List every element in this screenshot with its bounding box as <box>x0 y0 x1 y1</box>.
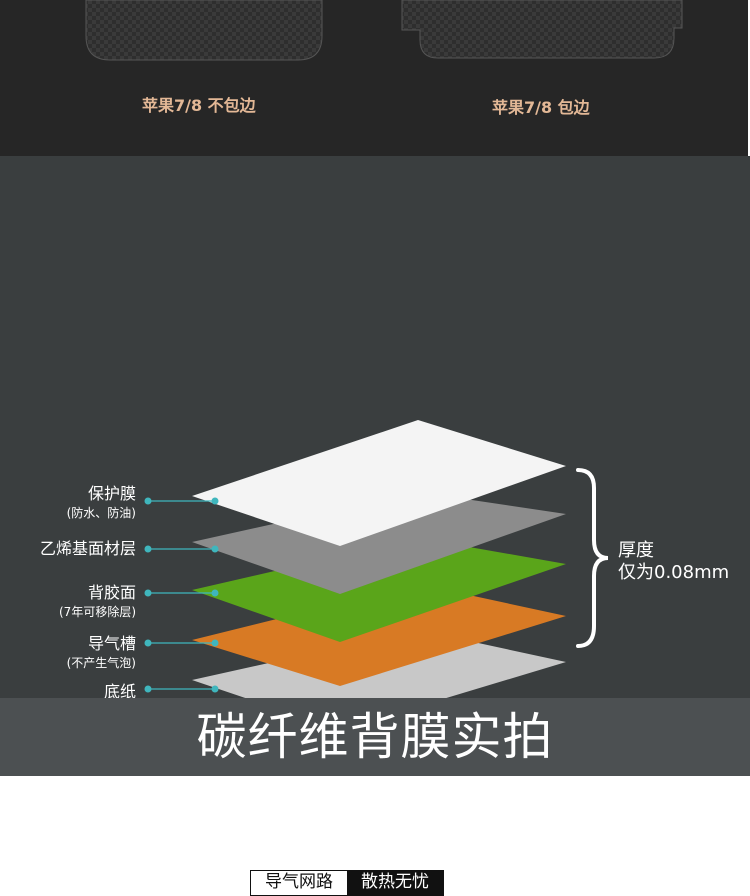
banner-title: 碳纤维背膜实拍 <box>196 708 554 766</box>
section-banner: 碳纤维背膜实拍 <box>0 698 750 776</box>
dot-right-base-paper <box>211 685 219 693</box>
caption-no-edge: 苹果7/8 不包边 <box>142 96 256 115</box>
carbon-case-preview: 苹果7/8 不包边 苹果7/8 包边 <box>0 0 748 156</box>
tag-heat-dissipation: 散热无忧 <box>347 871 443 895</box>
layer-vinyl <box>192 492 566 594</box>
thickness-value: 仅为0.08mm <box>618 562 729 583</box>
dot-right-air-channel <box>211 639 219 647</box>
case-right-with-edge <box>401 0 683 59</box>
tag-air-channel: 导气网路 <box>251 871 347 895</box>
case-outlines <box>85 0 683 61</box>
label-base-paper: 底纸 <box>104 682 136 698</box>
layer-air-channel <box>192 584 566 686</box>
dot-left-base-paper <box>144 685 152 693</box>
leader-dots <box>144 497 219 693</box>
dot-left-protective-film <box>144 497 152 505</box>
sublabel-air-channel: (不产生气泡) <box>67 655 136 670</box>
thickness-brace <box>576 468 609 648</box>
leader-lines <box>148 500 215 690</box>
layer-stack: 保护膜 (防水、防油) 乙烯基面材层 背胶面 (7年可移除层) 导气槽 (不产生… <box>40 420 729 698</box>
sublabel-protective-film: (防水、防油) <box>67 505 136 520</box>
dot-left-vinyl <box>144 545 152 553</box>
case-left-no-edge <box>85 0 323 61</box>
dot-right-adhesive <box>211 589 219 597</box>
label-protective-film: 保护膜 <box>88 484 136 503</box>
caption-with-edge: 苹果7/8 包边 <box>492 98 590 117</box>
label-air-channel: 导气槽 <box>88 634 136 653</box>
dot-left-air-channel <box>144 639 152 647</box>
layer-protective-film <box>192 420 566 546</box>
feature-tags: 导气网路 散热无忧 <box>250 870 444 896</box>
label-vinyl: 乙烯基面材层 <box>40 539 136 558</box>
layer-structure-diagram: 保护膜 (防水、防油) 乙烯基面材层 背胶面 (7年可移除层) 导气槽 (不产生… <box>0 156 750 698</box>
sublabel-adhesive: (7年可移除层) <box>59 604 136 619</box>
dot-left-adhesive <box>144 589 152 597</box>
thickness-label: 厚度 <box>618 540 654 561</box>
label-adhesive: 背胶面 <box>88 583 136 602</box>
layer-adhesive <box>192 538 566 642</box>
dot-right-protective-film <box>211 497 219 505</box>
dot-right-vinyl <box>211 545 219 553</box>
